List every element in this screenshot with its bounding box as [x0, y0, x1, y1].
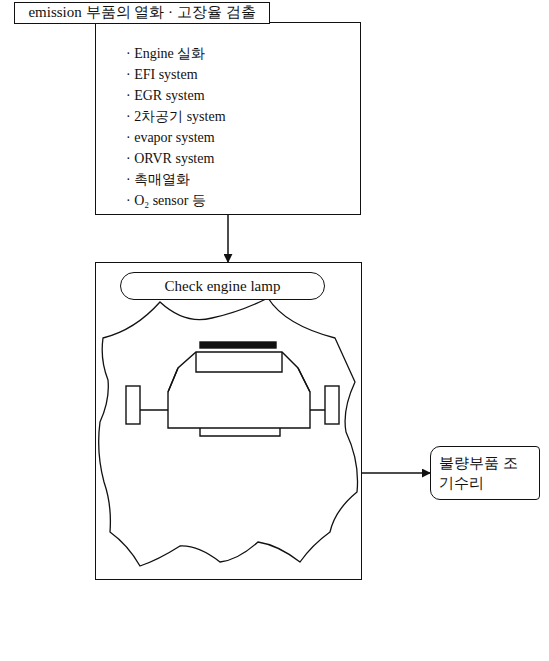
list-item: · ORVR system — [126, 148, 352, 169]
list-item: · O₂ sensor 등 — [126, 190, 352, 211]
process-box: 불량부품 조기수리 — [430, 446, 540, 500]
list-item: · EGR system — [126, 85, 352, 106]
lamp-panel: Check engine lamp — [95, 262, 362, 580]
list-item: · 2차공기 system — [126, 106, 352, 127]
list-item: · evapor system — [126, 127, 352, 148]
list-item: · Engine 실화 — [126, 43, 352, 64]
list-item: · EFI system — [126, 64, 352, 85]
list-box: · Engine 실화· EFI system· EGR system· 2차공… — [95, 22, 361, 215]
starburst-outline — [99, 298, 358, 566]
lamp-label: Check engine lamp — [120, 272, 325, 300]
flow-arrow — [227, 215, 229, 262]
flow-arrow — [362, 472, 430, 474]
car-chassis — [126, 342, 339, 436]
title-box: emission 부품의 열화 · 고장율 검출 — [14, 2, 270, 24]
box-label: 불량부품 조기수리 — [439, 453, 531, 493]
list-item: · 촉매열화 — [126, 169, 352, 190]
box-label: emission 부품의 열화 · 고장율 검출 — [23, 3, 261, 22]
